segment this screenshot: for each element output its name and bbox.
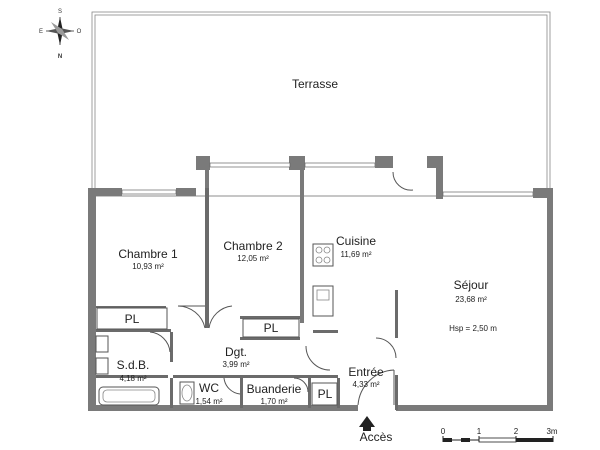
compass-n-label: N [58,54,62,60]
room-chambre2-name: Chambre 2 [223,239,283,253]
closets [96,307,338,406]
room-entree-area: 4,33 m² [352,380,379,389]
scale-tick-label: 2 [514,427,519,436]
room-buanderie-name: Buanderie [247,382,302,396]
room-chambre1-area: 10,93 m² [132,262,164,271]
room-sejour-height-note: Hsp = 2,50 m [449,324,497,333]
scale-tick-label: 1 [477,427,482,436]
compass-s-label: S [58,9,62,15]
closet-label: PL [125,312,140,326]
terrace-outline [91,11,551,197]
entrance-arrow-icon [359,416,375,431]
closet-label: PL [264,321,279,335]
room-entree-name: Entrée [348,365,384,379]
scale-bar: 0 1 2 3m [441,427,558,443]
compass-e-label: E [39,29,43,35]
room-sejour-area: 23,68 m² [455,295,487,304]
walls [88,156,553,411]
room-sejour-name: Séjour [454,278,489,292]
door-swings [149,171,414,406]
access-label: Accès [360,430,393,444]
room-cuisine-area: 11,69 m² [341,250,372,259]
room-cuisine-name: Cuisine [336,234,376,248]
scale-tick-label: 0 [441,427,446,436]
room-sdb-name: S.d.B. [117,358,150,372]
room-wc-area: 1,54 m² [195,397,222,406]
scale-tick-label: 3m [546,427,557,436]
room-sdb-area: 4,18 m² [119,374,146,383]
room-terrasse-name: Terrasse [292,77,338,91]
room-wc-name: WC [199,381,219,395]
compass-o-label: O [77,29,82,35]
closet-label: PL [318,387,333,401]
fixtures [95,243,334,406]
compass-rose-icon: S N E O [39,9,82,60]
room-dgt-name: Dgt. [225,345,247,359]
room-chambre2-area: 12,05 m² [237,254,269,263]
room-chambre1-name: Chambre 1 [118,247,178,261]
room-dgt-area: 3,99 m² [222,360,249,369]
room-buanderie-area: 1,70 m² [260,397,287,406]
